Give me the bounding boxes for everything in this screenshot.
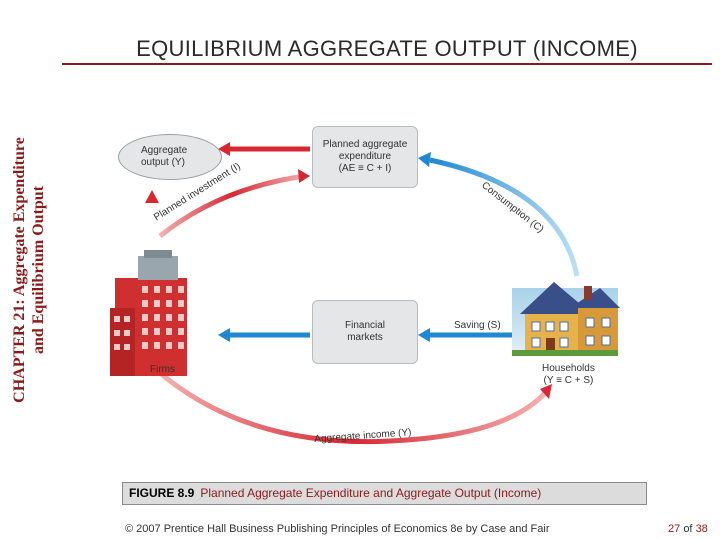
figure-caption-text: Planned Aggregate Expenditure and Aggreg… [200, 486, 542, 500]
households-line2: (Y ≡ C + S) [543, 375, 594, 386]
planned-expenditure-line3: (AE ≡ C + I) [338, 163, 392, 174]
circular-flow-diagram: Aggregate output (Y) Planned aggregate e… [100, 118, 620, 458]
planned-expenditure-node: Planned aggregate expenditure (AE ≡ C + … [312, 126, 418, 188]
planned-investment-arrowhead [298, 169, 310, 183]
page-total: 38 [695, 523, 708, 535]
chapter-label-line2: and Equilibrium Output [30, 185, 47, 355]
households-house-icon [512, 282, 620, 356]
planned-expenditure-line1: Planned aggregate [322, 139, 408, 150]
financial-markets-line1: Financial [344, 320, 386, 331]
slide-title: EQUILIBRIUM AGGREGATE OUTPUT (INCOME) [136, 36, 638, 61]
financial-to-firms-arrowhead [218, 328, 230, 342]
output-firms-arrowhead [145, 190, 159, 203]
expenditure-to-output-arrowhead [218, 142, 230, 156]
financial-markets-node: Financial markets [312, 300, 418, 364]
copyright-footer: © 2007 Prentice Hall Business Publishing… [125, 523, 550, 535]
chapter-label-line1: CHAPTER 21: Aggregate Expenditure [11, 137, 28, 403]
page-number: 27 of 38 [668, 523, 708, 535]
households-line1: Households [542, 363, 595, 374]
consumption-arrow [429, 157, 580, 277]
title-divider [62, 63, 712, 65]
firms-building-icon [110, 250, 187, 376]
aggregate-income-arrow [158, 371, 547, 445]
saving-label: Saving (S) [454, 320, 501, 331]
aggregate-output-line2: output (Y) [141, 157, 185, 168]
figure-caption: FIGURE 8.9 Planned Aggregate Expenditure … [122, 482, 647, 505]
financial-markets-line2: markets [347, 332, 383, 343]
chapter-sidebar: CHAPTER 21: Aggregate Expenditure and Eq… [0, 60, 58, 480]
households-label: Households (Y ≡ C + S) [542, 363, 595, 387]
consumption-arrowhead [418, 152, 431, 167]
page-current: 27 [668, 523, 681, 535]
chapter-label: CHAPTER 21: Aggregate Expenditure and Eq… [10, 137, 48, 403]
planned-investment-arrow [158, 173, 306, 238]
flow-arrows [110, 142, 620, 445]
aggregate-output-line1: Aggregate [141, 145, 188, 156]
figure-number: FIGURE 8.9 [129, 486, 195, 500]
firms-label: Firms [150, 364, 175, 375]
planned-expenditure-line2: expenditure [338, 151, 392, 162]
aggregate-income-arrowhead [540, 384, 552, 399]
page-of: of [683, 523, 693, 535]
aggregate-output-node: Aggregate output (Y) [118, 134, 222, 180]
saving-arrowhead [418, 328, 430, 342]
